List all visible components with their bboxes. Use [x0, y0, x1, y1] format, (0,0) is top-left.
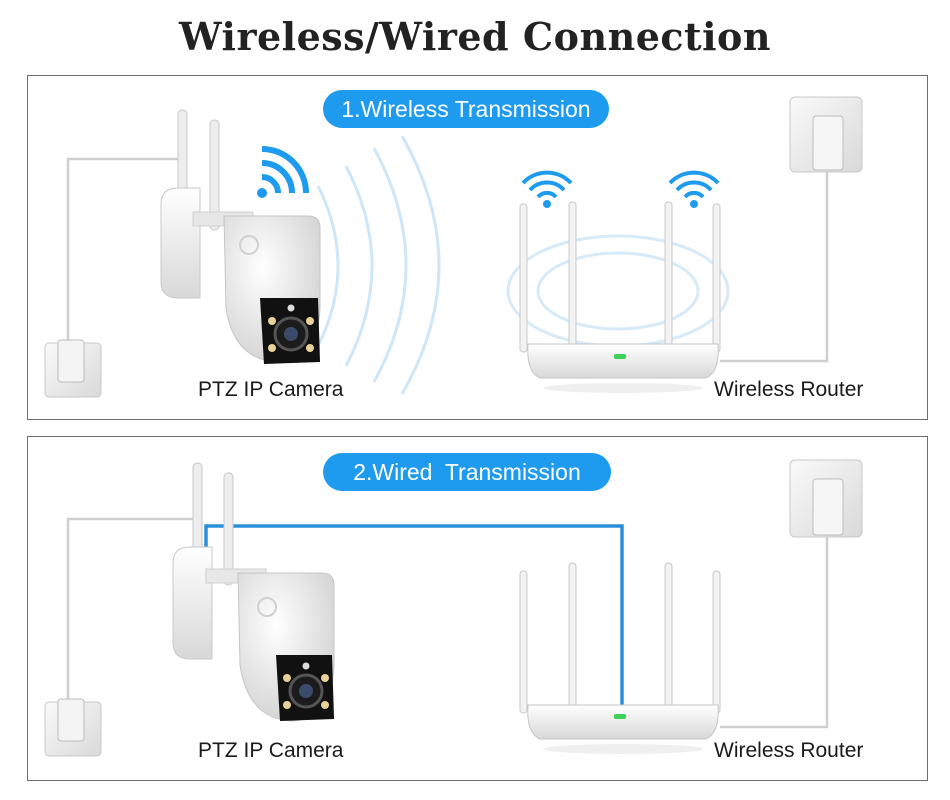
wireless-router-image	[519, 562, 721, 754]
wifi-icon	[257, 146, 309, 198]
wireless-transmission-panel: 1.Wireless Transmission PTZ IP Camera Wi…	[27, 75, 928, 420]
wireless-transmission-badge: 1.Wireless Transmission	[323, 90, 609, 128]
power-socket-icon	[789, 459, 863, 538]
router-label: Wireless Router	[714, 739, 864, 762]
wired-scene	[44, 459, 863, 757]
ptz-camera-image	[172, 462, 335, 722]
power-socket-icon	[44, 339, 102, 398]
wireless-scene	[44, 96, 863, 398]
network-cable	[204, 524, 624, 709]
power-socket-icon	[44, 698, 102, 757]
camera-label: PTZ IP Camera	[198, 378, 344, 401]
router-wifi-icon-left	[521, 170, 573, 208]
router-label: Wireless Router	[714, 378, 864, 401]
router-wifi-icon-right	[668, 170, 720, 208]
wired-transmission-badge: 2.Wired Transmission	[323, 453, 611, 491]
wired-transmission-panel: 2.Wired Transmission PTZ IP Camera Wirel…	[27, 436, 928, 781]
router-signal-waves	[506, 234, 730, 348]
power-socket-icon	[789, 96, 863, 173]
page-title: Wireless/Wired Connection	[179, 14, 771, 59]
wireless-router-image	[519, 201, 721, 393]
camera-label: PTZ IP Camera	[198, 739, 344, 762]
signal-waves	[316, 135, 441, 395]
ptz-camera-image	[160, 109, 321, 364]
